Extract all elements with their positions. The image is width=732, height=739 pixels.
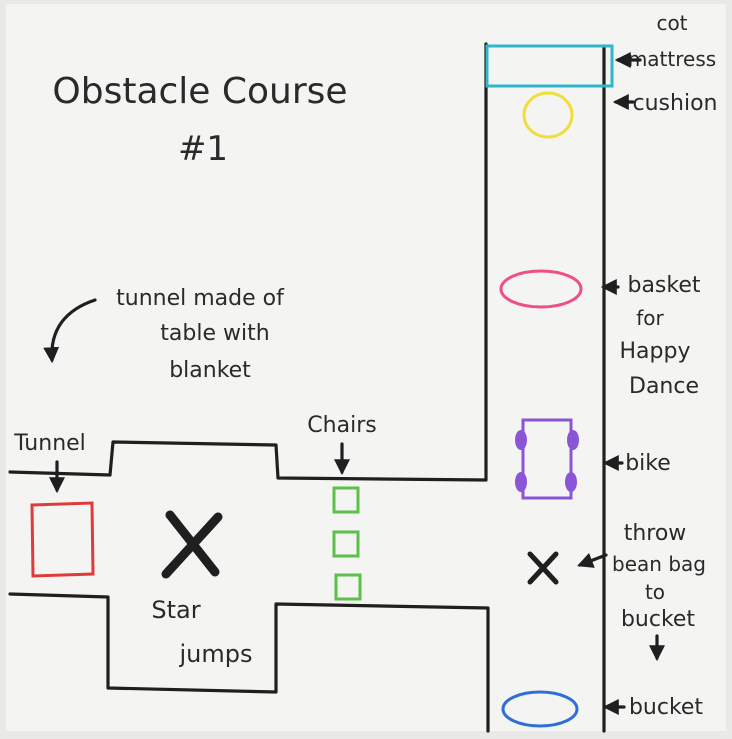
note-line-3: blanket: [169, 358, 251, 383]
chair-3: [334, 573, 362, 601]
chair-2: [332, 530, 360, 558]
title-line-1: Obstacle Course: [52, 71, 347, 112]
throw-label-1: throw: [624, 521, 687, 546]
bike-icon: [515, 418, 579, 500]
basket: [499, 269, 583, 309]
basket-label-2: for: [636, 306, 664, 330]
course-outline-bottom: [8, 592, 490, 733]
cot-label-2: mattress: [628, 47, 716, 71]
chair-1: [332, 486, 360, 514]
bike-label: bike: [625, 451, 671, 476]
note-line-1: tunnel made of: [116, 286, 285, 311]
cushion: [522, 91, 574, 139]
throw-label-2: bean bag: [612, 552, 706, 576]
basket-label-3: Happy: [620, 339, 691, 364]
star-jumps-mark: [161, 510, 223, 579]
bean-bag-mark: [527, 551, 559, 585]
star-jumps-label-1: Star: [151, 596, 200, 624]
chairs-label: Chairs: [307, 413, 376, 438]
paper-sheet: [6, 4, 726, 731]
star-jumps-label-2: jumps: [179, 640, 253, 668]
course-outline-top: [8, 42, 488, 482]
throw-label-4: bucket: [621, 607, 695, 632]
tunnel-box: [30, 501, 95, 578]
cot-label-1: cot: [656, 11, 687, 35]
cushion-label: cushion: [633, 91, 718, 116]
note-arrow: [43, 298, 97, 364]
bucket: [501, 690, 579, 728]
title-line-2: #1: [178, 129, 228, 169]
cot-mattress: [485, 44, 614, 88]
bucket-label: bucket: [629, 695, 703, 720]
note-line-2: table with: [160, 321, 269, 346]
tunnel-label: Tunnel: [13, 431, 86, 456]
basket-label-4: Dance: [629, 374, 699, 399]
throw-arrow-left: [577, 552, 608, 568]
throw-label-3: to: [645, 580, 665, 604]
basket-label-1: basket: [627, 273, 700, 298]
